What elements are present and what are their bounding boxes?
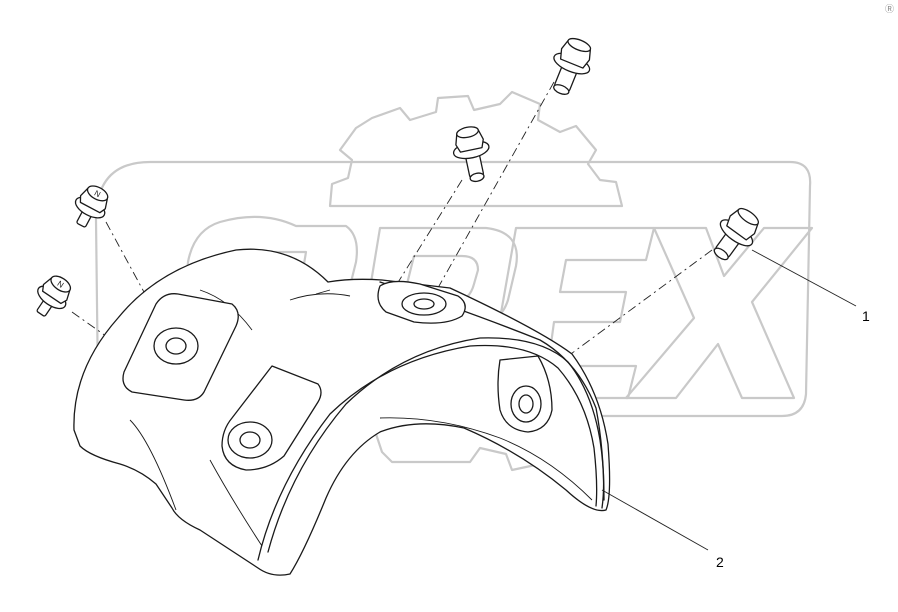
bolt-head-marking: N <box>56 279 66 290</box>
flange-bolt-left-top: N <box>74 185 109 228</box>
callout-1: 1 <box>862 308 870 324</box>
shield-surface-contour-3 <box>129 419 177 511</box>
shield-front-flange <box>267 337 605 553</box>
flange-bolt-left-bottom: N <box>36 275 72 317</box>
shield-ridge-line <box>315 289 331 295</box>
shield-surface-contour-4 <box>209 459 263 547</box>
flange-bolt-top <box>553 37 592 95</box>
leader-line-callout-1 <box>751 249 857 307</box>
left-mount-hole <box>165 337 187 355</box>
flange-bolt-center <box>452 126 490 183</box>
centerline-bolt-left-top <box>105 221 171 341</box>
centerline-bolt-right <box>559 249 713 363</box>
lower-mount-hole <box>239 431 261 449</box>
corner-mark: Ⓡ <box>884 5 894 15</box>
watermark-gear-outline <box>328 90 624 208</box>
leader-line-callout-2 <box>601 489 709 551</box>
shield-inner-lip <box>379 417 593 501</box>
shield-inner-edge <box>257 344 598 561</box>
flange-bolt-right <box>713 207 760 261</box>
watermark-letter-x <box>624 226 814 400</box>
shield-surface-contour-2 <box>289 293 351 301</box>
curved-shield-cover <box>73 248 611 576</box>
right-inner-hole <box>518 394 534 414</box>
centerline-bolt-center <box>391 179 463 293</box>
top-mount-hole <box>413 298 435 310</box>
centerline-bolt-top <box>429 81 555 303</box>
callout-2: 2 <box>716 554 724 570</box>
bolt-head-marking: N <box>93 189 103 200</box>
